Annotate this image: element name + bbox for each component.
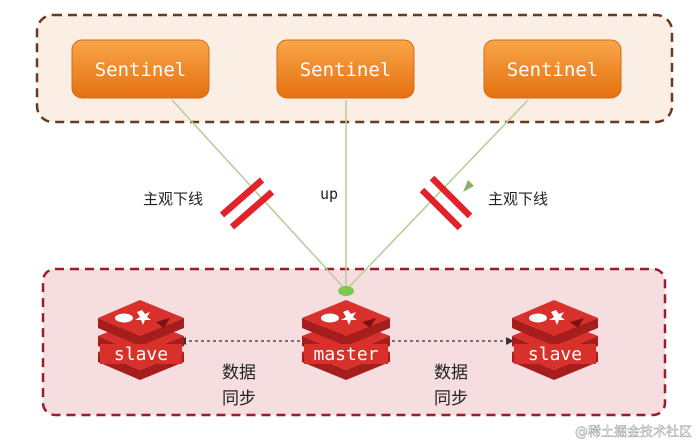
arrow-icon xyxy=(463,180,474,192)
sentinel-label: Sentinel xyxy=(95,59,187,81)
sync-label-left-line1: 数据 xyxy=(222,363,256,383)
sentinel-node-1: Sentinel xyxy=(71,39,210,99)
sync-label-right-line1: 数据 xyxy=(434,363,468,383)
edge-left-sentinel-master xyxy=(171,99,345,289)
watermark: @稀土掘金技术社区 xyxy=(575,424,692,440)
sentinel-label: Sentinel xyxy=(300,59,392,81)
slave-node-right: slave xyxy=(512,300,598,380)
double-slash-marker-icon xyxy=(419,175,473,231)
slave-node-left: slave xyxy=(98,300,184,380)
sync-label-right-line2: 同步 xyxy=(434,389,468,409)
double-slash-marker-icon xyxy=(219,177,275,230)
sentinel-node-3: Sentinel xyxy=(483,39,622,99)
master-connection-dot xyxy=(338,286,354,296)
node-label: slave xyxy=(114,344,168,365)
edge-label-middle: up xyxy=(320,185,338,203)
sentinel-label: Sentinel xyxy=(507,59,599,81)
node-label: slave xyxy=(528,344,582,365)
node-label: master xyxy=(313,344,378,365)
master-node: master xyxy=(302,300,390,380)
sync-label-left-line2: 同步 xyxy=(222,389,256,409)
edge-label-left: 主观下线 xyxy=(143,190,203,208)
edge-right-sentinel-master xyxy=(347,99,529,289)
sentinel-node-2: Sentinel xyxy=(276,39,415,99)
redis-logo-icon xyxy=(512,300,598,380)
edge-label-right: 主观下线 xyxy=(488,190,548,208)
